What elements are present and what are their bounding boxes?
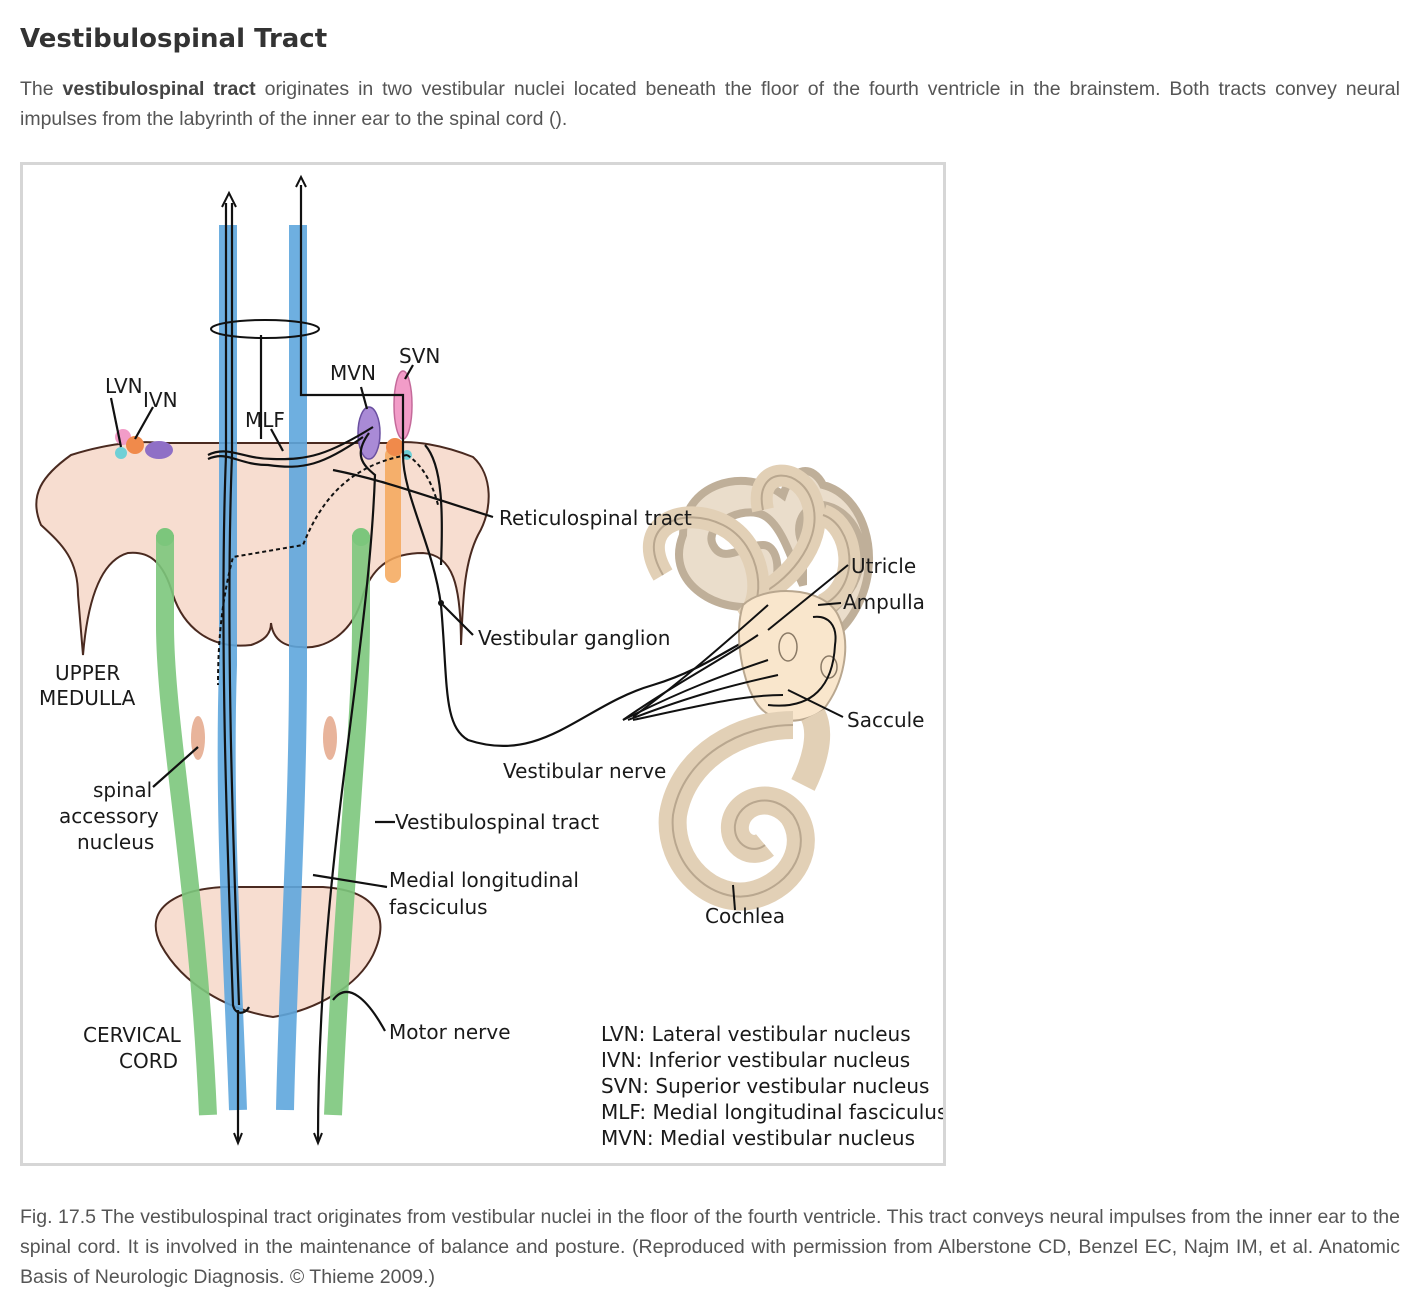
fiber-3: [627, 674, 779, 721]
figure-frame: LVN IVN MLF MVN SVN Reticulospinal tract…: [20, 162, 946, 1166]
left-green-cap: [156, 528, 174, 546]
label-saccule: Saccule: [847, 708, 924, 732]
cochlea-spiral-edge: [671, 724, 802, 898]
legend-line-mlf: MLF: Medial longitudinal fasciculus: [601, 1100, 943, 1124]
upper-branch: [424, 444, 443, 566]
left-vestibulospinal-green: [156, 535, 217, 1116]
lvn-pointer: [109, 397, 123, 448]
mlf-long-pointer: [312, 873, 388, 889]
mlf-ring: [210, 319, 320, 339]
crossing-fibers-2: [207, 426, 374, 461]
intro-paragraph: The vestibulospinal tract originates in …: [20, 74, 1400, 134]
legend-line-ivn: IVN: Inferior vestibular nucleus: [601, 1048, 910, 1072]
label-vestibular-nerve: Vestibular nerve: [503, 759, 666, 783]
saccule-pointer: [787, 689, 844, 718]
legend-line-lvn: LVN: Lateral vestibular nucleus: [601, 1022, 911, 1046]
arrow-down-right: [313, 1132, 323, 1146]
legend-line-mvn: MVN: Medial vestibular nucleus: [601, 1126, 915, 1150]
mlf-label-pointer: [270, 428, 284, 452]
dashed-path-2: [406, 454, 439, 506]
legend-line-svn: SVN: Superior vestibular nucleus: [601, 1074, 929, 1098]
cochlea-spiral: [658, 711, 815, 911]
right-mlf-axon: [299, 185, 759, 747]
label-ivn: IVN: [143, 388, 178, 412]
vestibulospinal-axon: [316, 432, 377, 1141]
label-spinal-2: accessory: [59, 804, 159, 828]
fiber-5: [632, 604, 769, 718]
lvn-small-nucleus: [386, 438, 404, 456]
fiber-4: [632, 694, 784, 721]
semicircular-canals: [675, 467, 874, 646]
fiber-1: [622, 634, 759, 721]
spinal-accessory-left: [191, 716, 205, 760]
label-mlf-long-2: fasciculus: [389, 895, 488, 919]
ampulla-pointer: [817, 602, 842, 606]
canal-loop-2-edge: [652, 516, 760, 621]
vestibulospinal-diagram: LVN IVN MLF MVN SVN Reticulospinal tract…: [35, 174, 943, 1150]
label-reticulospinal: Reticulospinal tract: [499, 506, 692, 530]
label-mlf: MLF: [245, 408, 285, 432]
ivn-pointer: [134, 406, 154, 440]
arrow-up-right: [295, 174, 307, 188]
spinal-accessory-right: [323, 716, 337, 760]
upper-medulla-shape: [35, 441, 490, 656]
utricle-oval: [778, 632, 798, 662]
right-vestibulospinal-green: [324, 535, 370, 1116]
ivn-purple-blob: [145, 441, 173, 459]
ganglion-node: [438, 600, 444, 606]
label-lvn: LVN: [105, 374, 143, 398]
label-mlf-long-1: Medial longitudinal: [389, 868, 579, 892]
label-svn: SVN: [399, 344, 440, 368]
label-upper-medulla-1: UPPER: [55, 661, 120, 685]
cochlea-pointer: [732, 884, 736, 911]
label-mvn: MVN: [330, 361, 376, 385]
canal-loop-3-edge: [822, 514, 851, 606]
label-utricle: Utricle: [851, 554, 916, 578]
left-mlf-axon-2: [228, 203, 241, 1006]
arrow-down-left: [233, 1132, 243, 1146]
spinal-pointer: [152, 746, 199, 788]
label-spinal-1: spinal: [93, 778, 152, 802]
intro-post: originates in two vestibular nuclei loca…: [20, 78, 1400, 130]
label-ampulla: Ampulla: [843, 590, 925, 614]
label-cochlea: Cochlea: [705, 904, 785, 928]
svn-pointer: [404, 364, 414, 380]
saccule-oval: [820, 655, 838, 679]
fiber-ampulla: [767, 615, 837, 707]
intro-pre: The: [20, 78, 63, 100]
label-cervical-1: CERVICAL: [83, 1023, 182, 1047]
page-title: Vestibulospinal Tract: [20, 24, 328, 54]
label-upper-medulla-2: MEDULLA: [39, 686, 136, 710]
mvn-pointer: [359, 386, 369, 410]
cyan-blob: [115, 447, 127, 459]
intro-bold-term: vestibulospinal tract: [62, 78, 256, 100]
vestibule-body: [737, 590, 847, 722]
utricle-pointer: [767, 564, 849, 631]
labyrinth: [642, 464, 874, 911]
label-vestibulospinal-tract: Vestibulospinal tract: [395, 810, 599, 834]
label-vestibular-ganglion: Vestibular ganglion: [478, 626, 670, 650]
label-motor-nerve: Motor nerve: [389, 1020, 511, 1044]
vestibular-nerve-fibers: [622, 564, 849, 911]
cochlea-base: [791, 709, 831, 791]
axon-lines: [109, 185, 759, 1141]
canal-loop-1-edge: [757, 474, 816, 596]
reticulo-line: [332, 468, 494, 519]
crossing-fibers: [207, 436, 364, 468]
arrow-up-left: [221, 190, 237, 208]
label-spinal-3: nucleus: [77, 830, 154, 854]
figure-caption: Fig. 17.5 The vestibulospinal tract orig…: [20, 1206, 1400, 1288]
right-mlf-blue: [276, 225, 307, 1111]
label-cervical-2: CORD: [119, 1049, 178, 1073]
right-green-cap: [352, 528, 370, 546]
lvn-orange-blob: [126, 436, 144, 454]
motor-pointer: [332, 990, 386, 1032]
ganglion-pointer: [442, 604, 474, 636]
